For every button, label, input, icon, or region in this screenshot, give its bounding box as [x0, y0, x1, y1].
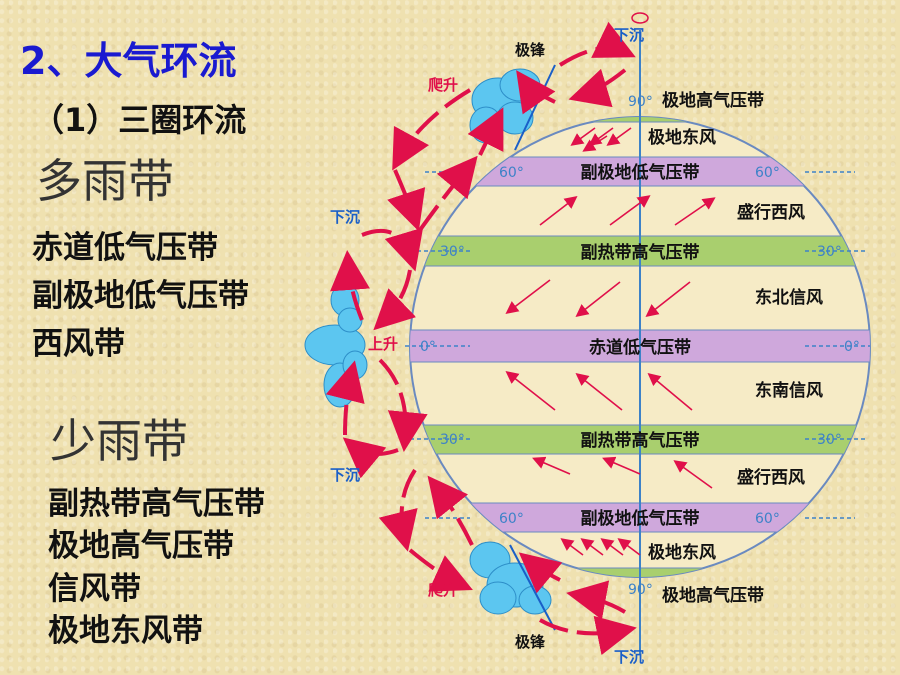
- rainy-belt-header: 多雨带: [36, 154, 174, 208]
- band-label-subtropical-north: 副热带高气压带: [581, 242, 700, 263]
- dry-item: 副热带高气压带: [48, 486, 265, 522]
- lat-30-left-south: 30°: [440, 432, 465, 448]
- rainy-item: 赤道低气压带: [32, 230, 218, 266]
- label-sink-bottom: 下沉: [614, 648, 644, 666]
- section-subtitle: （1）三圈环流: [32, 101, 247, 139]
- label-polar-high-south: 极地高气压带: [662, 585, 764, 606]
- lat-60-right: 60°: [755, 165, 780, 181]
- lat-60-left: 60°: [499, 165, 524, 181]
- wind-label-polar-east-north: 极地东风: [648, 127, 716, 148]
- lat-30-right-south: 30°: [817, 432, 842, 448]
- lat-0-right: 0°: [844, 339, 860, 355]
- label-polar-high-north: 极地高气压带: [662, 90, 764, 111]
- earth-globe: [405, 12, 871, 655]
- wind-label-se-trade: 东南信风: [755, 380, 823, 401]
- dry-belt-header: 少雨带: [50, 414, 188, 468]
- rainy-item: 西风带: [32, 326, 125, 362]
- lat-60-left-south: 60°: [499, 511, 524, 527]
- label-sink-south: 下沉: [330, 466, 360, 484]
- rainy-item: 副极地低气压带: [32, 278, 249, 314]
- wind-label-westerly-south: 盛行西风: [737, 467, 805, 488]
- page-title: 2、大气环流: [20, 39, 237, 83]
- lat-60-right-south: 60°: [755, 511, 780, 527]
- lat-30-left: 30°: [440, 244, 465, 260]
- dry-item: 信风带: [48, 571, 141, 607]
- band-label-equator: 赤道低气压带: [589, 337, 691, 358]
- lat-90-south: 90°: [628, 582, 653, 598]
- label-rise-equator: 上升: [368, 335, 398, 353]
- cloud-icon-north-front: [469, 68, 541, 144]
- lat-30-right: 30°: [817, 244, 842, 260]
- label-polar-front-top: 极锋: [515, 41, 546, 59]
- band-label-sub-polar-north: 副极地低气压带: [581, 162, 700, 183]
- circulation-cell-arrows: [325, 21, 637, 656]
- label-sink-north: 下沉: [330, 208, 360, 226]
- label-climb-bottom: 爬升: [427, 581, 458, 599]
- label-sink-top: 下沉: [614, 26, 644, 44]
- label-climb-top: 爬升: [427, 76, 458, 94]
- wind-label-westerly-north: 盛行西风: [737, 202, 805, 223]
- dry-item: 极地东风带: [48, 613, 203, 649]
- wind-label-polar-east-south: 极地东风: [648, 542, 716, 563]
- band-label-subtropical-south: 副热带高气压带: [581, 430, 700, 451]
- label-polar-front-bottom: 极锋: [515, 633, 546, 651]
- band-label-sub-polar-south: 副极地低气压带: [581, 508, 700, 529]
- three-cell-circulation-diagram: 副极地低气压带 副热带高气压带 赤道低气压带 副热带高气压带 副极地低气压带 6…: [304, 12, 871, 666]
- lat-90-north: 90°: [628, 94, 653, 110]
- rotation-arrow-icon: [631, 12, 649, 24]
- wind-label-ne-trade: 东北信风: [755, 287, 823, 308]
- lat-0-left: 0°: [420, 339, 436, 355]
- surface-wind-arrows: [505, 127, 716, 556]
- dry-item: 极地高气压带: [48, 528, 234, 564]
